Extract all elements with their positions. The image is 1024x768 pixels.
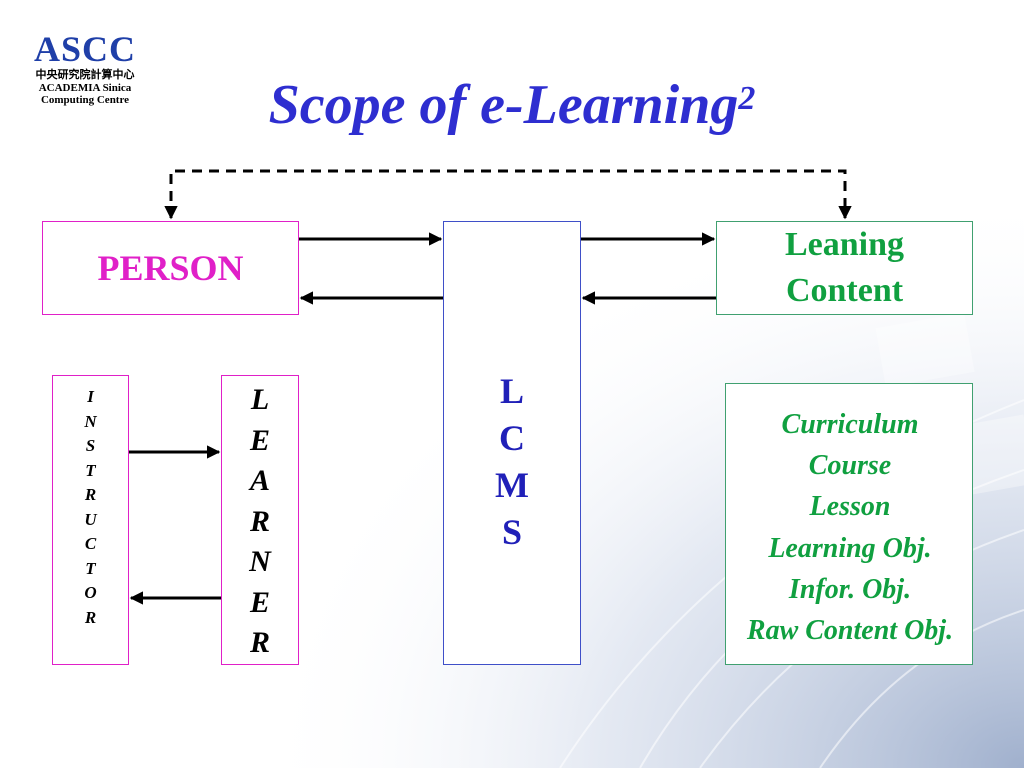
instructor-letter: R bbox=[84, 607, 97, 627]
instructor-letter: R bbox=[84, 485, 97, 504]
learning-content-box: Leaning Content bbox=[716, 221, 973, 315]
logo-english-line-1: ACADEMIA Sinica bbox=[38, 82, 132, 94]
logo-english-line-2: Computing Centre bbox=[40, 94, 130, 106]
lcms-letter: L bbox=[499, 371, 524, 411]
hierarchy-item-infor-obj: Infor. Obj. bbox=[788, 573, 912, 605]
hierarchy-item-raw-content-obj: Raw Content Obj. bbox=[746, 615, 954, 647]
instructor-box: I N S T R U C T O R bbox=[52, 375, 129, 665]
instructor-letter: T bbox=[85, 460, 96, 480]
learning-content-line: Leaning bbox=[784, 226, 905, 263]
person-label: PERSON bbox=[97, 248, 244, 288]
slide-title-text: Scope of e-Learning bbox=[268, 74, 739, 136]
instructor-letter: C bbox=[84, 534, 97, 553]
hierarchy-item-course: Course bbox=[808, 450, 892, 482]
person-box: PERSON bbox=[42, 221, 299, 315]
lcms-label: L C M S bbox=[444, 368, 580, 556]
learner-letter: R bbox=[249, 504, 270, 538]
instructor-letter: O bbox=[84, 583, 97, 602]
hierarchy-item-curriculum: Curriculum bbox=[781, 409, 919, 440]
instructor-letter: U bbox=[84, 509, 97, 529]
learner-letter: E bbox=[249, 423, 270, 457]
slide-title-superscript: 2 bbox=[738, 80, 756, 117]
learner-letter: L bbox=[250, 383, 270, 416]
instructor-letter: N bbox=[84, 411, 97, 431]
learner-letter: R bbox=[249, 626, 270, 659]
ascc-logo: ASCC 中央研究院計算中心 ACADEMIA Sinica Computing… bbox=[20, 30, 150, 106]
lcms-letter: S bbox=[501, 512, 523, 552]
instructor-letter: T bbox=[85, 558, 96, 578]
learner-letter: E bbox=[249, 585, 270, 619]
content-hierarchy-box: Curriculum Course Lesson Learning Obj. I… bbox=[725, 383, 973, 665]
lcms-letter: C bbox=[499, 418, 525, 458]
learner-label: L E A R N E R bbox=[222, 380, 298, 664]
learner-letter: N bbox=[249, 545, 271, 578]
learner-box: L E A R N E R bbox=[221, 375, 299, 665]
instructor-letter: S bbox=[85, 436, 96, 455]
lcms-box: L C M S bbox=[443, 221, 581, 665]
slide-title: Scope of e-Learning2 bbox=[0, 70, 1024, 140]
learner-letter: A bbox=[249, 464, 270, 497]
instructor-letter: I bbox=[87, 387, 94, 406]
logo-chinese-name: 中央研究院計算中心 bbox=[35, 68, 135, 81]
learning-content-line: Content bbox=[785, 272, 904, 309]
logo-wordmark: ASCC bbox=[33, 29, 136, 69]
hierarchy-item-lesson: Lesson bbox=[809, 491, 891, 523]
instructor-label: I N S T R U C T O R bbox=[53, 385, 128, 630]
content-hierarchy-list: Curriculum Course Lesson Learning Obj. I… bbox=[712, 404, 988, 651]
lcms-letter: M bbox=[495, 465, 529, 505]
hierarchy-item-learning-obj: Learning Obj. bbox=[768, 532, 932, 564]
